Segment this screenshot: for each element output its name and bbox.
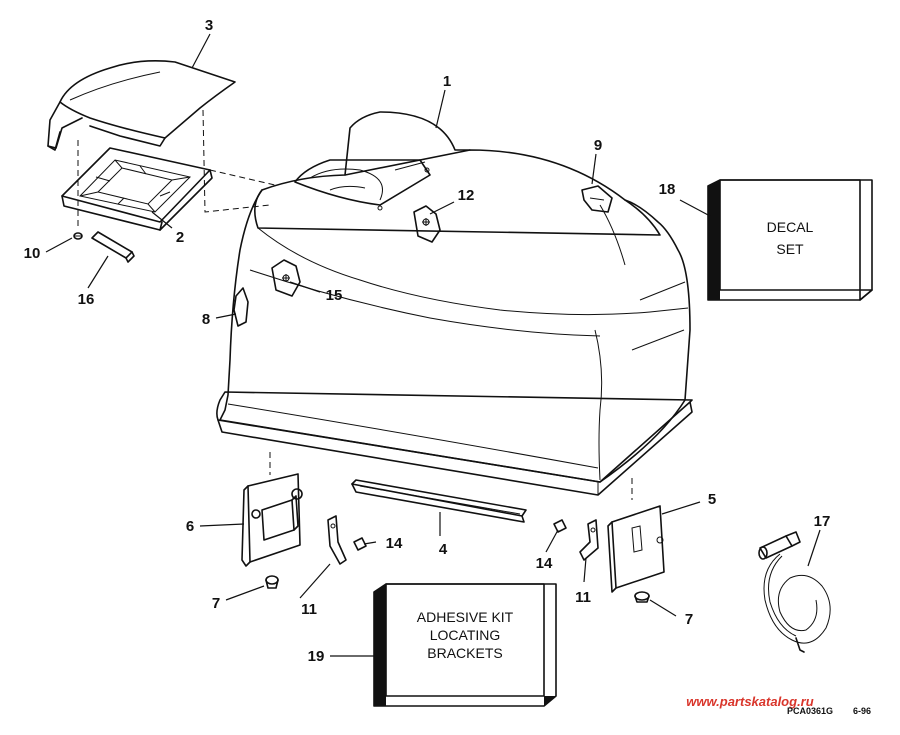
callout-11-right: 11 xyxy=(575,589,591,606)
callout-14-right: 14 xyxy=(536,555,553,572)
part-18-decal-box[interactable]: DECAL SET xyxy=(707,179,873,301)
callout-12: 12 xyxy=(458,187,475,204)
alignment-line-right xyxy=(202,109,271,213)
callout-15: 15 xyxy=(326,287,343,304)
callout-8: 8 xyxy=(202,311,210,328)
part-16-seal-strip[interactable] xyxy=(91,231,135,263)
part-4-seal-strip[interactable] xyxy=(351,479,527,523)
part-11-clip-left[interactable] xyxy=(327,515,347,565)
part-6-bracket-left[interactable] xyxy=(241,473,303,567)
part-19-adhesive-kit-box[interactable]: ADHESIVE KIT LOCATING BRACKETS xyxy=(373,583,557,707)
callout-3: 3 xyxy=(205,17,213,34)
callout-1: 1 xyxy=(443,73,451,90)
callout-16: 16 xyxy=(78,291,95,308)
adhesive-box-line3: BRACKETS xyxy=(427,645,502,661)
callout-19: 19 xyxy=(308,648,325,665)
callout-4: 4 xyxy=(439,541,448,558)
part-17-cable[interactable] xyxy=(758,531,831,653)
adhesive-box-line2: LOCATING xyxy=(430,627,501,643)
part-1-engine-cowl[interactable] xyxy=(216,111,693,496)
decal-box-line2: SET xyxy=(776,241,804,257)
callout-7-right: 7 xyxy=(685,611,693,628)
decal-box-line1: DECAL xyxy=(767,219,814,235)
callout-9: 9 xyxy=(594,137,602,154)
callout-5: 5 xyxy=(708,491,716,508)
drawing-code: PCA0361G xyxy=(787,706,833,716)
part-15-mount-plate[interactable] xyxy=(271,259,301,297)
part-12-mount-plate[interactable] xyxy=(413,205,441,243)
callout-11-left: 11 xyxy=(301,601,317,618)
date-code: 6-96 xyxy=(853,706,871,716)
part-7-grommet-right[interactable] xyxy=(634,591,650,603)
part-11-clip-right[interactable] xyxy=(579,519,599,561)
callout-2: 2 xyxy=(176,229,184,246)
callout-18: 18 xyxy=(659,181,676,198)
part-9-latch[interactable] xyxy=(581,185,613,213)
callout-6: 6 xyxy=(186,518,194,535)
part-7-grommet-left[interactable] xyxy=(265,575,279,589)
part-3-top-cover[interactable] xyxy=(47,60,236,151)
callout-10: 10 xyxy=(24,245,41,262)
part-10-screw[interactable] xyxy=(73,232,83,240)
adhesive-box-line1: ADHESIVE KIT xyxy=(417,609,514,625)
callout-numbers: 3 1 9 18 12 2 10 16 15 8 6 7 11 14 4 14 … xyxy=(24,17,831,665)
part-8-latch[interactable] xyxy=(233,287,249,327)
watermark: www.partskatalog.ru xyxy=(686,694,813,709)
part-5-bracket-right[interactable] xyxy=(607,505,665,593)
callout-7-left: 7 xyxy=(212,595,220,612)
part-14-screw-left[interactable] xyxy=(353,537,367,551)
part-14-screw-right[interactable] xyxy=(553,519,567,533)
part-2-grille[interactable] xyxy=(61,147,213,231)
callout-17: 17 xyxy=(814,513,831,530)
callout-14-left: 14 xyxy=(386,535,403,552)
leader-lines xyxy=(45,33,821,657)
alignment-line-cowl xyxy=(209,169,276,186)
